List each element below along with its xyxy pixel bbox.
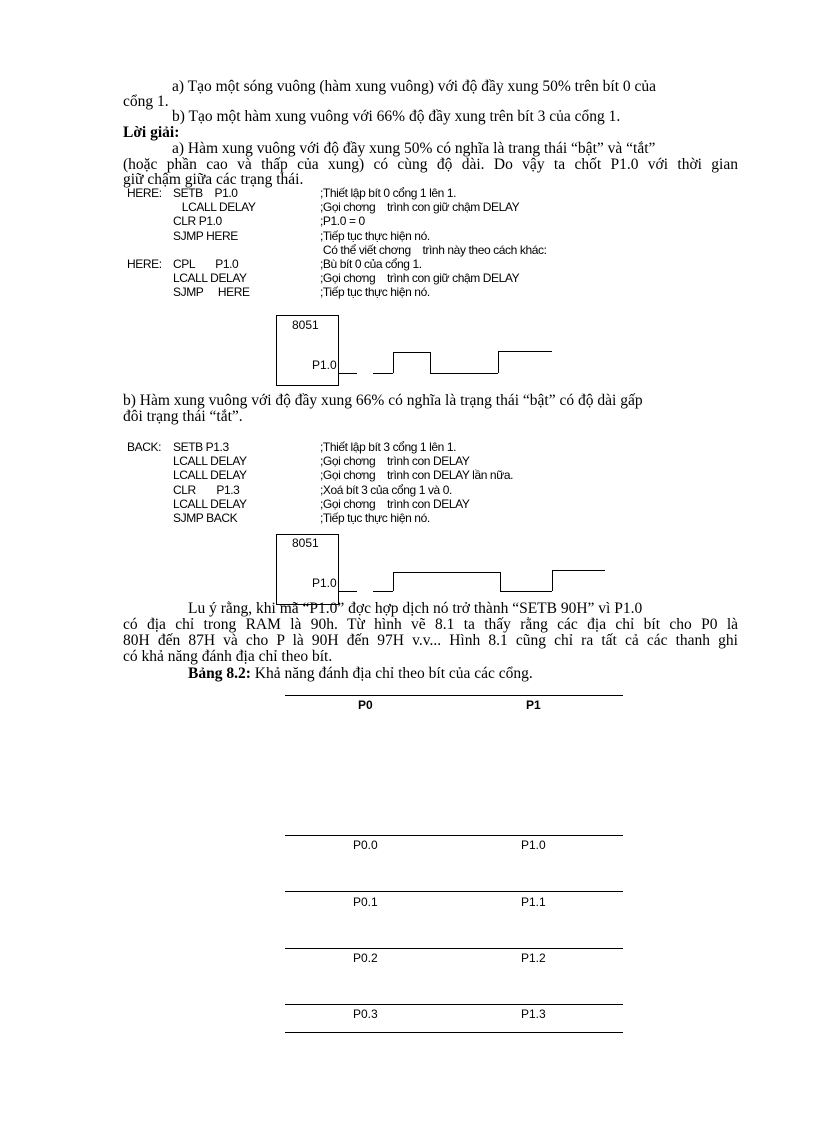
part-b-line2: đôi trạng thái “tắt”.: [123, 408, 243, 425]
cell: P1.1: [521, 895, 546, 909]
pin-label-2: P1.0: [312, 576, 337, 590]
task-a-line1: a) Tạo một sóng vuông (hàm xung vuông) v…: [172, 78, 657, 95]
code-label: HERE:: [127, 257, 162, 271]
code-instr: LCALL DELAY: [173, 454, 247, 469]
note-line3: 80H đến 87H và cho P là 90H đến 97H v.v.…: [123, 632, 738, 649]
pin-label: P1.0: [312, 358, 337, 372]
cell: P0.0: [353, 838, 378, 852]
code-comment: ;Gọi chơng trình con giữ chậm DELAY: [320, 200, 520, 215]
code-instr: LCALL DELAY: [173, 468, 247, 483]
code-instr: CPL P1.0: [173, 257, 239, 271]
cell: P1.2: [521, 951, 546, 965]
code-comment: ;Bù bít 0 của cổng 1.: [320, 257, 422, 271]
cell: P1.0: [521, 838, 546, 852]
task-b: b) Tạo một hàm xung vuông với 66% độ đầy…: [172, 108, 621, 125]
part-b-line1: b) Hàm xung vuông với độ đầy xung 66% có…: [123, 392, 643, 409]
code-instr: SETB P1.0: [173, 186, 238, 200]
code-instr: SETB P1.3: [173, 440, 229, 454]
task-a-line2: cổng 1.: [123, 93, 169, 110]
part-a-line2: (hoặc phần cao và thấp của xung) có cùng…: [123, 156, 738, 173]
note-line4: có khả năng đánh địa chỉ theo bít.: [123, 648, 333, 665]
cell: P0.2: [353, 951, 378, 965]
code-instr: SJMP HERE: [173, 285, 250, 300]
code-instr: SJMP HERE: [173, 228, 238, 243]
chip-8051-box: [276, 315, 339, 386]
code-comment: ;Xoá bít 3 của cổng 1 và 0.: [320, 482, 452, 497]
code-instr: CLR P1.3: [173, 482, 240, 497]
code-comment: ;Gọi chơng trình con DELAY: [320, 496, 470, 511]
chip-label-2: 8051: [292, 536, 319, 550]
code-instr: SJMP BACK: [173, 511, 238, 525]
part-a-line1: a) Hàm xung vuông với độ đầy xung 50% có…: [172, 140, 656, 157]
caption-label: Bảng 8.2:: [188, 665, 251, 682]
code-comment: ;P1.0 = 0: [320, 214, 365, 229]
chip-8051-box-2: [276, 534, 339, 605]
code-instr: CLR P1.0: [173, 214, 222, 229]
code-instr: LCALL DELAY: [173, 496, 247, 511]
caption-text: Khả năng đánh địa chỉ theo bít của các c…: [250, 665, 533, 682]
code-comment: ;Gọi chơng trình con giữ chậm DELAY: [320, 271, 520, 286]
code-comment: ;Tiếp tục thực hiện nó.: [320, 511, 430, 525]
code-comment: ;Tiếp tục thực hiện nó.: [320, 285, 430, 300]
code-comment: ;Tiếp tục thực hiện nó.: [320, 228, 430, 243]
code-comment: ;Gọi chơng trình con DELAY: [320, 454, 470, 469]
solution-heading: Lời giải:: [123, 124, 180, 141]
code-comment: ;Thiết lập bít 3 cổng 1 lên 1.: [320, 440, 457, 454]
cell: P1.3: [521, 1007, 546, 1021]
code-comment: ;Gọi chơng trình con DELAY lần nữa.: [320, 468, 514, 483]
part-a-line3: giữ chậm giữa các trạng thái.: [123, 171, 304, 188]
code-comment: Có thể viết chơng trình này theo cách kh…: [320, 242, 547, 257]
code-label: HERE:: [127, 186, 162, 200]
cell: P0.1: [353, 895, 378, 909]
chip-label: 8051: [292, 318, 319, 332]
code-instr: LCALL DELAY: [173, 271, 247, 286]
header-p0: P0: [358, 698, 373, 712]
header-p1: P1: [526, 698, 541, 712]
cell: P0.3: [353, 1007, 378, 1021]
table-caption: Bảng 8.2: Khả năng đánh địa chỉ theo bít…: [188, 666, 533, 682]
note-line1: Lu ý rằng, khi mã “P1.0” đợc hợp dịch nó…: [188, 600, 643, 617]
code-label: BACK:: [127, 440, 162, 454]
code-instr: LCALL DELAY: [173, 200, 256, 215]
code-comment: ;Thiết lập bít 0 cổng 1 lên 1.: [320, 186, 457, 200]
note-line2: có địa chỉ trong RAM là 90h. Từ hình vẽ …: [123, 616, 738, 633]
